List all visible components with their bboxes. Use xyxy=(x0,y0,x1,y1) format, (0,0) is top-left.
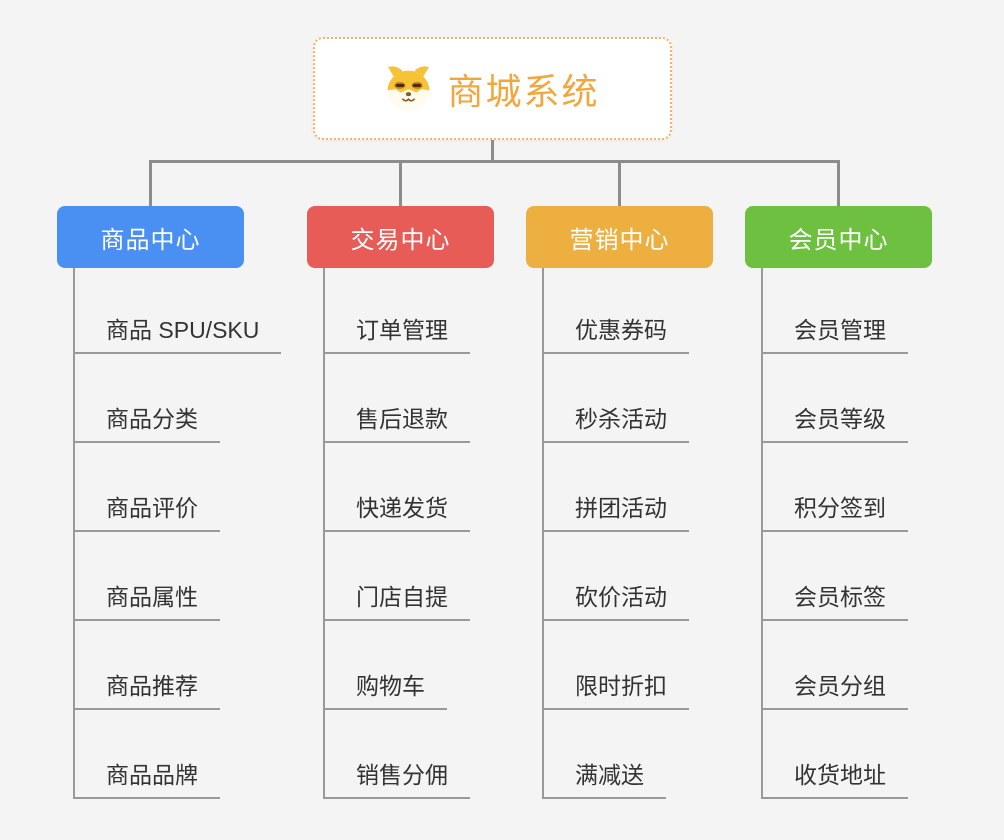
branch-node-trade-center[interactable]: 交易中心 xyxy=(307,206,494,268)
tree-item[interactable]: 售后退款 xyxy=(323,406,470,443)
tree-item[interactable]: 订单管理 xyxy=(323,317,470,354)
branch-column-product-center: 商品 SPU/SKU 商品分类 商品评价 商品属性 商品推荐 商品品牌 xyxy=(73,268,313,808)
branch-vline xyxy=(542,268,544,799)
branch-column-member-center: 会员管理 会员等级 积分签到 会员标签 会员分组 收货地址 xyxy=(761,268,1001,808)
tree-item[interactable]: 会员管理 xyxy=(761,317,908,354)
branch-vline xyxy=(73,268,75,799)
connector-horizontal xyxy=(149,160,840,163)
branch-label: 商品中心 xyxy=(100,226,201,254)
root-node-mall-system[interactable]: 商城系统 xyxy=(313,37,672,140)
tree-item[interactable]: 商品推荐 xyxy=(73,673,220,710)
connector-drop-trade xyxy=(399,160,402,206)
tree-item[interactable]: 商品分类 xyxy=(73,406,220,443)
tree-item[interactable]: 快递发货 xyxy=(323,495,470,532)
tree-item[interactable]: 会员等级 xyxy=(761,406,908,443)
branch-label: 营销中心 xyxy=(569,226,670,254)
branch-column-marketing-center: 优惠券码 秒杀活动 拼团活动 砍价活动 限时折扣 满减送 xyxy=(542,268,782,808)
tree-item[interactable]: 商品属性 xyxy=(73,584,220,621)
tree-item[interactable]: 会员分组 xyxy=(761,673,908,710)
branch-vline xyxy=(323,268,325,799)
tree-item[interactable]: 购物车 xyxy=(323,673,447,710)
connector-drop-product xyxy=(149,160,152,206)
tree-item[interactable]: 砍价活动 xyxy=(542,584,689,621)
tree-item[interactable]: 收货地址 xyxy=(761,762,908,799)
connector-drop-marketing xyxy=(618,160,621,206)
dog-face-icon xyxy=(388,66,430,111)
connector-drop-member xyxy=(837,160,840,206)
tree-item[interactable]: 商品品牌 xyxy=(73,762,220,799)
branch-label: 会员中心 xyxy=(788,226,889,254)
tree-item[interactable]: 销售分佣 xyxy=(323,762,470,799)
branch-label: 交易中心 xyxy=(350,226,451,254)
root-label: 商城系统 xyxy=(447,70,600,112)
tree-item[interactable]: 优惠券码 xyxy=(542,317,689,354)
tree-item[interactable]: 满减送 xyxy=(542,762,666,799)
tree-item[interactable]: 积分签到 xyxy=(761,495,908,532)
tree-item[interactable]: 商品评价 xyxy=(73,495,220,532)
tree-item[interactable]: 门店自提 xyxy=(323,584,470,621)
tree-item[interactable]: 限时折扣 xyxy=(542,673,689,710)
tree-item[interactable]: 商品 SPU/SKU xyxy=(73,317,282,354)
branch-node-marketing-center[interactable]: 营销中心 xyxy=(526,206,713,268)
branch-column-trade-center: 订单管理 售后退款 快递发货 门店自提 购物车 销售分佣 xyxy=(323,268,563,808)
tree-item[interactable]: 秒杀活动 xyxy=(542,406,689,443)
tree-item[interactable]: 会员标签 xyxy=(761,584,908,621)
tree-item[interactable]: 拼团活动 xyxy=(542,495,689,532)
branch-node-member-center[interactable]: 会员中心 xyxy=(745,206,932,268)
branch-vline xyxy=(761,268,763,799)
branch-node-product-center[interactable]: 商品中心 xyxy=(57,206,244,268)
connector-root-stub xyxy=(491,140,494,161)
